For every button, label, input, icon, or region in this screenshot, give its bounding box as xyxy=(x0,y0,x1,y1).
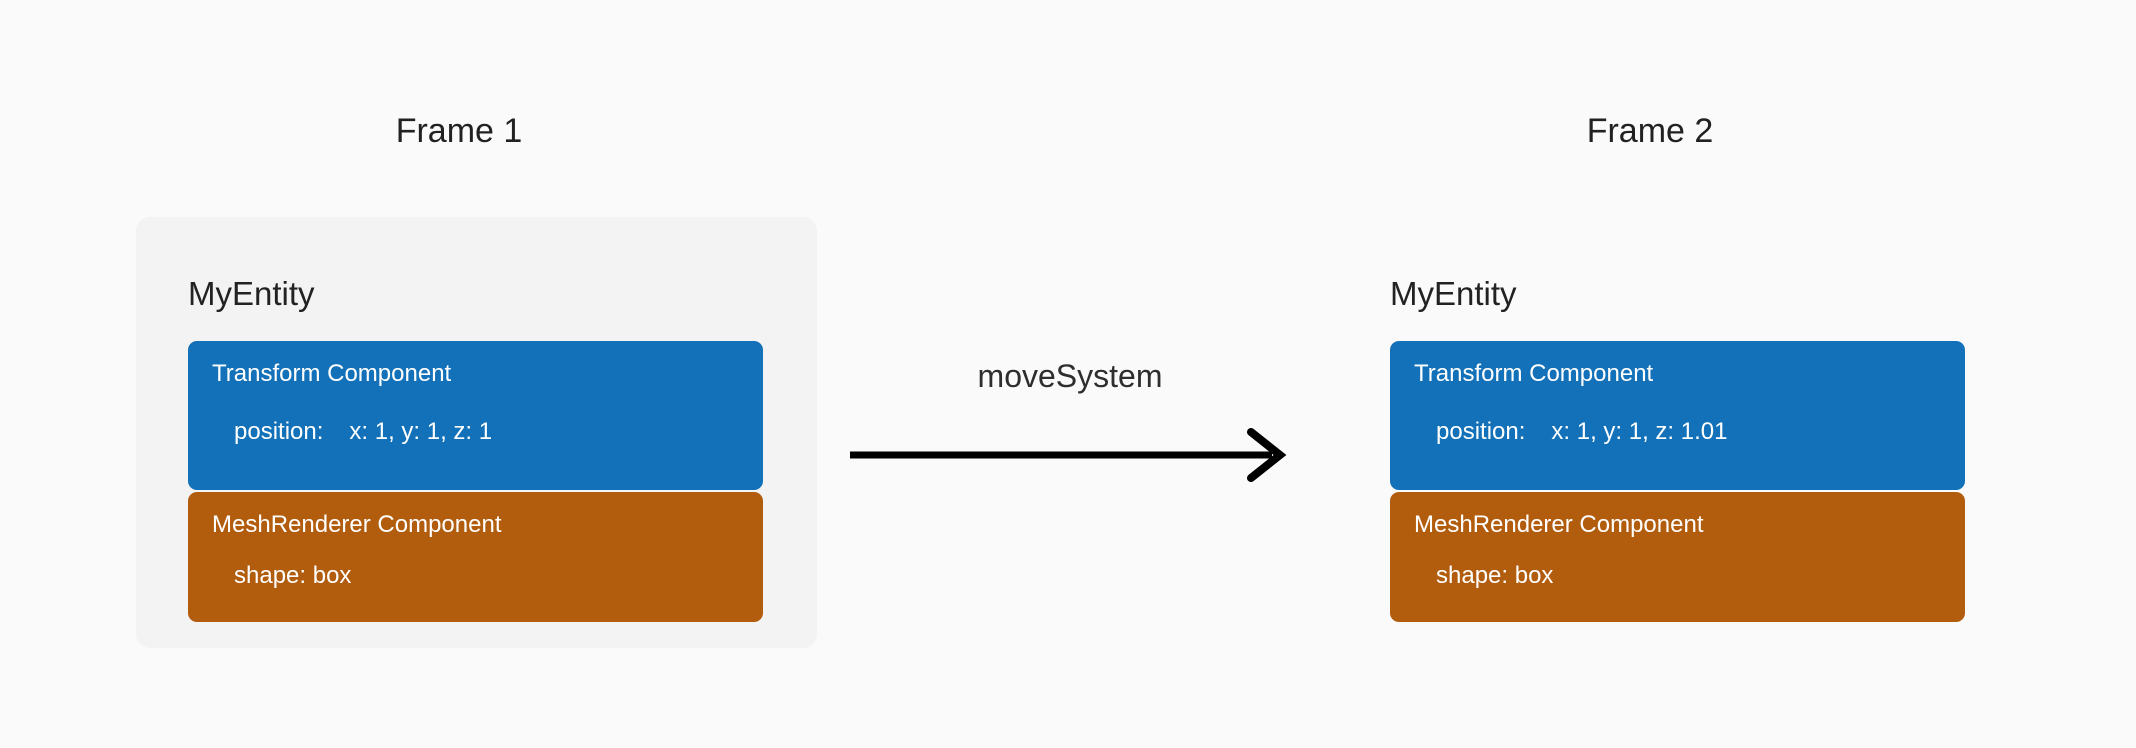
frame-1-transform-component-title: Transform Component xyxy=(212,360,452,387)
frame-2-mesh-renderer-component-field: shape: box xyxy=(1436,564,1553,588)
frame-1-mesh-renderer-component-card[interactable]: MeshRenderer Component shape: box xyxy=(188,492,763,622)
frame-2-transform-component-card[interactable]: Transform Component position: x: 1, y: 1… xyxy=(1390,341,1965,490)
frame-1-mesh-renderer-component-field: shape: box xyxy=(234,564,351,588)
frame-1-mesh-field-key: shape: box xyxy=(234,562,352,589)
frame-2-entity-panel: MyEntity Transform Component position: x… xyxy=(1338,217,2019,648)
frame-2-title: Frame 2 xyxy=(1586,112,1714,150)
frame-1-transform-field-key: position: xyxy=(234,418,324,445)
frame-2-transform-field-key: position: xyxy=(1436,418,1526,445)
frame-1-transform-component-field: position: x: 1, y: 1, z: 1 xyxy=(234,420,492,444)
frame-1-transform-field-value: x: 1, y: 1, z: 1 xyxy=(349,418,493,445)
frame-2-mesh-field-key: shape: box xyxy=(1436,562,1554,589)
frame-2-transform-component-field: position: x: 1, y: 1, z: 1.01 xyxy=(1436,420,1727,444)
frame-2-mesh-renderer-component-title: MeshRenderer Component xyxy=(1414,511,1704,538)
transition-label: moveSystem xyxy=(977,358,1163,394)
frame-2-transform-component-title: Transform Component xyxy=(1414,360,1654,387)
frame-1-entity-name: MyEntity xyxy=(188,275,315,312)
arrow-right-icon xyxy=(850,428,1287,482)
frame-2-entity-name: MyEntity xyxy=(1390,275,1517,312)
transition-group: moveSystem xyxy=(830,360,1310,490)
frame-2-transform-field-value: x: 1, y: 1, z: 1.01 xyxy=(1551,418,1728,445)
frame-2-mesh-renderer-component-card[interactable]: MeshRenderer Component shape: box xyxy=(1390,492,1965,622)
frame-1-title: Frame 1 xyxy=(395,112,523,150)
frame-1-mesh-renderer-component-title: MeshRenderer Component xyxy=(212,511,502,538)
frame-1-transform-component-card[interactable]: Transform Component position: x: 1, y: 1… xyxy=(188,341,763,490)
frame-1-entity-panel: MyEntity Transform Component position: x… xyxy=(136,217,817,648)
